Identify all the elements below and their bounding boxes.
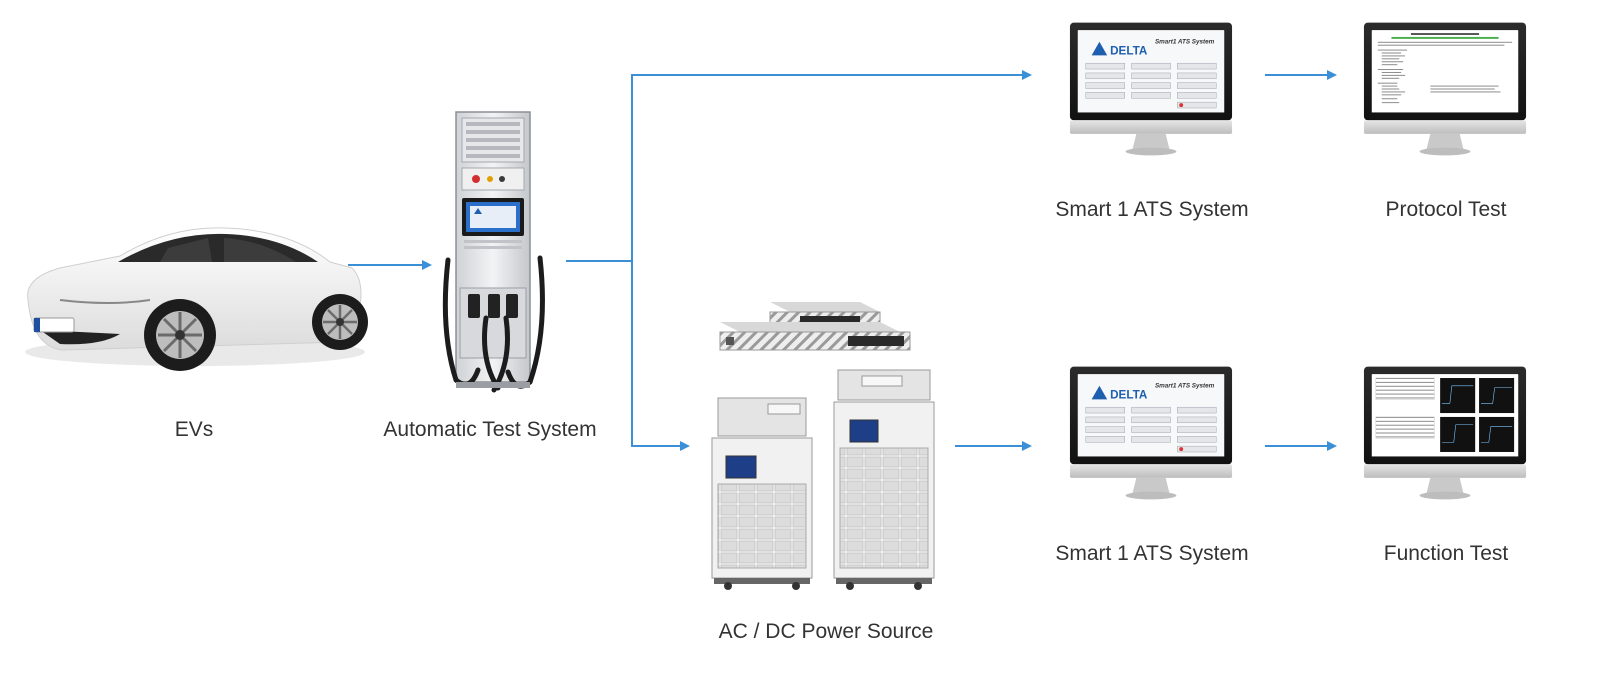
arrow-to-power-source xyxy=(631,261,690,451)
connectors xyxy=(348,70,1337,451)
label-smart-ats-top: Smart 1 ATS System xyxy=(1055,198,1249,221)
label-protocol-test: Protocol Test xyxy=(1385,198,1507,221)
label-power-source: AC / DC Power Source xyxy=(718,620,934,643)
monitor-function-test xyxy=(1363,366,1527,500)
ev-car-icon xyxy=(25,227,368,371)
arrow-to-smart-ats-top xyxy=(631,70,1032,261)
label-automatic-test-system: Automatic Test System xyxy=(383,418,597,441)
charger-cabinet-icon xyxy=(442,111,545,393)
monitor-protocol-test xyxy=(1363,22,1527,156)
monitor-smart-ats-top xyxy=(1069,22,1233,156)
label-smart-ats-bottom: Smart 1 ATS System xyxy=(1055,542,1249,565)
label-function-test: Function Test xyxy=(1383,542,1509,565)
front-wheel xyxy=(144,299,216,371)
power-supply-icon xyxy=(711,302,935,590)
power-cabinet-left xyxy=(711,397,813,590)
rack-power-units xyxy=(719,302,911,351)
rear-wheel xyxy=(312,294,368,350)
monitor-smart-ats-bottom xyxy=(1069,366,1233,500)
power-cabinet-right xyxy=(833,369,935,590)
label-evs: EVs xyxy=(174,418,214,441)
